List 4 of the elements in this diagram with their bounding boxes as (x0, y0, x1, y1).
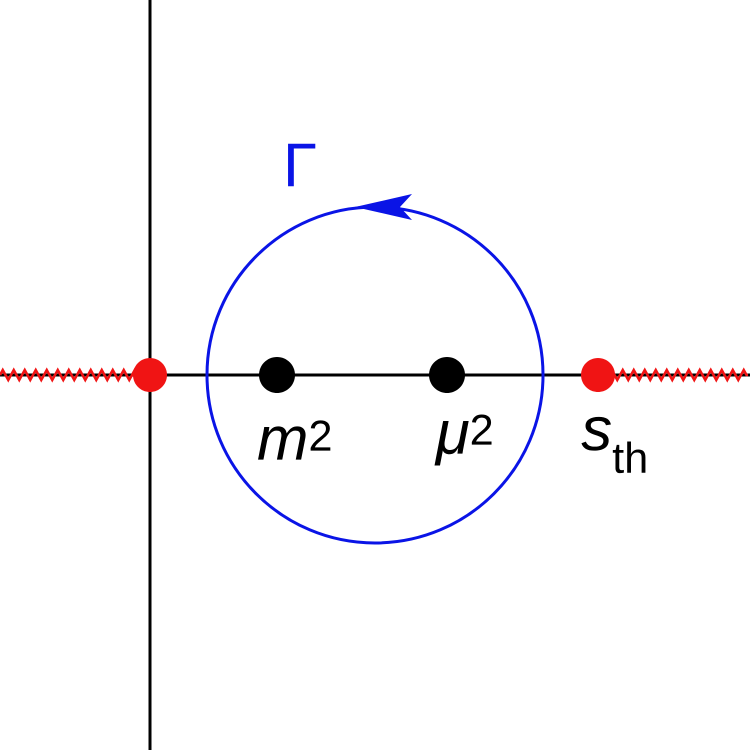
contour-label: Γ (288, 144, 316, 186)
point-label: μ$^{2}$ (434, 414, 492, 466)
point-label: s$_{th}$ (581, 416, 646, 474)
point-label: m$^{2}$ (258, 420, 330, 460)
